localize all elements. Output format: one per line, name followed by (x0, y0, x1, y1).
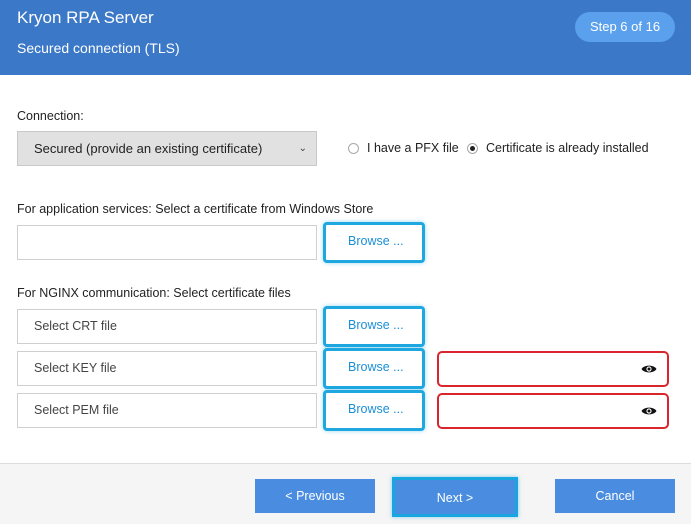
radio-installed-label: Certificate is already installed (486, 141, 649, 155)
eye-icon[interactable] (641, 364, 657, 374)
connection-select[interactable]: Secured (provide an existing certificate… (17, 131, 317, 166)
browse-certificate-button[interactable]: Browse ... (323, 222, 425, 263)
header-bar: Kryon RPA Server Secured connection (TLS… (0, 0, 691, 75)
app-services-label: For application services: Select a certi… (17, 202, 374, 216)
browse-key-label: Browse ... (348, 360, 404, 374)
browse-crt-button[interactable]: Browse ... (323, 306, 425, 347)
browse-pem-label: Browse ... (348, 402, 404, 416)
page-subtitle: Secured connection (TLS) (17, 40, 180, 56)
pem-password-field[interactable] (437, 393, 669, 429)
pem-file-field[interactable]: Select PEM file (17, 393, 317, 428)
browse-crt-label: Browse ... (348, 318, 404, 332)
radio-installed[interactable]: Certificate is already installed (467, 140, 649, 156)
app-title: Kryon RPA Server (17, 8, 154, 27)
browse-key-button[interactable]: Browse ... (323, 348, 425, 389)
radio-pfx-label: I have a PFX file (367, 141, 459, 155)
footer-divider (0, 463, 691, 464)
nginx-label: For NGINX communication: Select certific… (17, 286, 291, 300)
key-password-field[interactable] (437, 351, 669, 387)
step-badge: Step 6 of 16 (575, 12, 675, 42)
next-button[interactable]: Next > (392, 477, 518, 517)
radio-installed-indicator[interactable] (467, 142, 478, 154)
radio-pfx-indicator[interactable] (348, 142, 359, 154)
certificate-store-field[interactable] (17, 225, 317, 260)
eye-icon[interactable] (641, 406, 657, 416)
previous-button[interactable]: < Previous (255, 479, 375, 513)
crt-file-field[interactable]: Select CRT file (17, 309, 317, 344)
cancel-button[interactable]: Cancel (555, 479, 675, 513)
browse-pem-button[interactable]: Browse ... (323, 390, 425, 431)
connection-label: Connection: (17, 109, 84, 123)
chevron-down-icon: ⌄ (298, 143, 307, 154)
browse-certificate-label: Browse ... (348, 234, 404, 248)
key-file-field[interactable]: Select KEY file (17, 351, 317, 386)
connection-select-value: Secured (provide an existing certificate… (34, 141, 263, 156)
radio-pfx[interactable]: I have a PFX file (348, 140, 459, 156)
